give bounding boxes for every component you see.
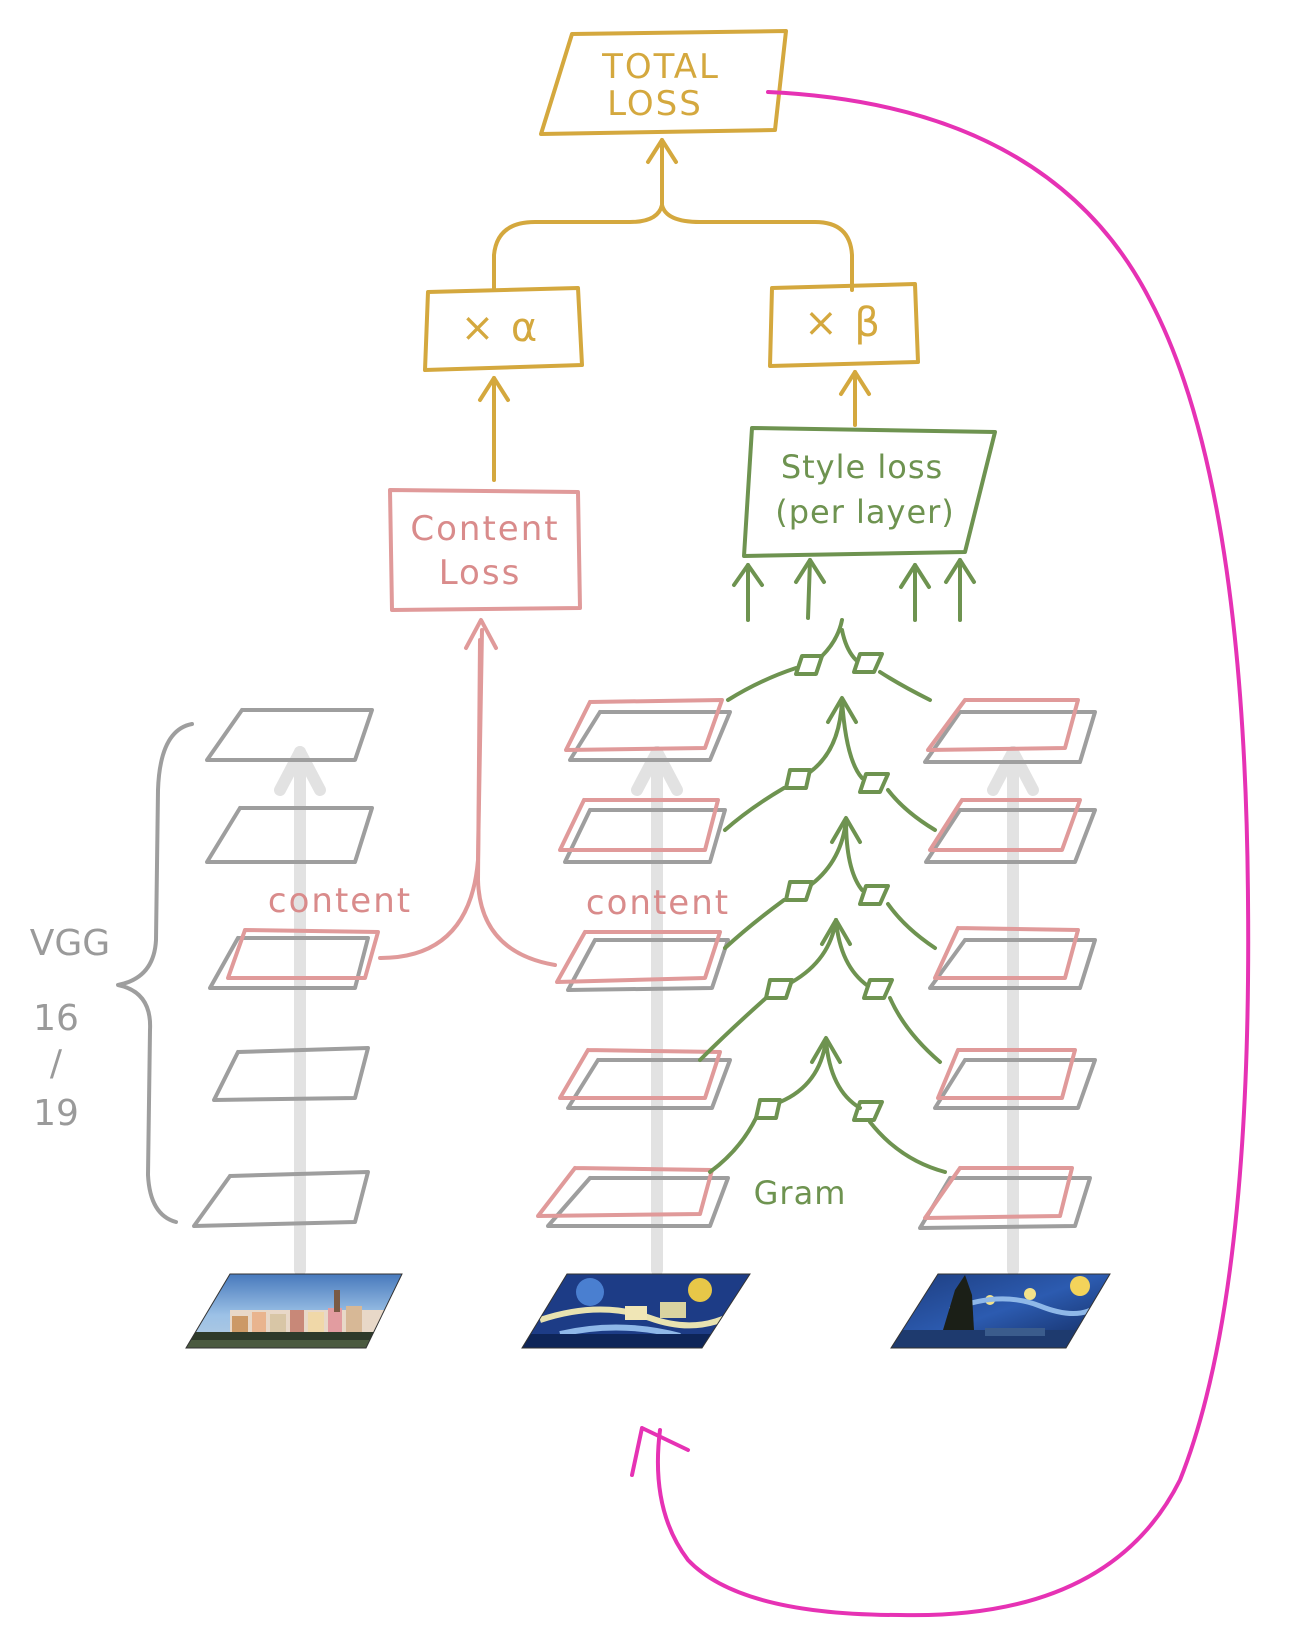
content-tap-middle-label: content [586, 883, 730, 923]
vgg-brace-curve [116, 722, 194, 1224]
vgg-layer-style-highlight [923, 1166, 1074, 1220]
content-loss-line2: Loss [439, 553, 522, 593]
vgg-layer-style-highlight [558, 798, 720, 852]
style-loss-box [742, 426, 997, 558]
vgg-layer [208, 936, 370, 990]
vgg-layer [933, 1058, 1097, 1110]
generated-image [522, 1274, 750, 1348]
style-image [891, 1274, 1110, 1348]
vgg-layer [205, 708, 374, 762]
vgg-layer [924, 808, 1097, 864]
content-feature-paths: content content [268, 618, 730, 967]
beta-label: × β [804, 300, 882, 346]
vgg-layer-style-highlight [933, 926, 1080, 980]
alpha-label: × α [461, 305, 540, 351]
vgg-layer-style-highlight [926, 698, 1080, 752]
vgg-label-line3: / [50, 1043, 63, 1084]
vgg-layer [568, 710, 732, 762]
vgg-layer-style-highlight [558, 1048, 722, 1100]
total-loss-line2: LOSS [607, 84, 703, 124]
total-loss-line1: TOTAL [601, 47, 720, 87]
vgg-content-network [192, 708, 380, 1228]
vgg-layer-style-highlight [536, 1166, 714, 1218]
content-image [186, 1274, 402, 1348]
vgg-layer [212, 1046, 370, 1102]
total-loss-node: TOTAL LOSS [539, 29, 788, 136]
forward-pass-arrows [274, 746, 1039, 1276]
vgg-layer [566, 1058, 732, 1110]
vgg-style-network [918, 698, 1097, 1230]
content-tap-left-label: content [268, 881, 412, 921]
gram-label: Gram [754, 1174, 847, 1212]
vgg-layer [923, 710, 1097, 764]
vgg-generated-network [536, 698, 732, 1228]
vgg-layer [205, 806, 374, 864]
vgg-label-line2: 16 [33, 998, 79, 1039]
vgg-layer-style-highlight [928, 798, 1082, 852]
vgg-label-line1: VGG [30, 923, 110, 964]
vgg-layer-content-highlight [555, 930, 722, 984]
vgg-brace: VGG 16 / 19 [30, 722, 194, 1224]
vgg-layer-content-highlight [226, 928, 380, 980]
alpha-weight-node: × α [423, 286, 584, 372]
vgg-layer [928, 938, 1097, 990]
vgg-layer [566, 938, 730, 992]
beta-box [768, 282, 920, 368]
optimization-feedback-arrow [630, 90, 1251, 1618]
merge-connector [492, 138, 854, 292]
total-loss-box [539, 29, 788, 136]
style-loss-line1: Style loss [781, 448, 943, 486]
vgg-layer [546, 1176, 730, 1228]
weight-input-arrows [478, 370, 871, 482]
content-loss-box [388, 488, 582, 612]
feedback-curve [656, 90, 1251, 1618]
content-loss-line1: Content [410, 509, 559, 549]
content-loss-node: Content Loss [388, 488, 582, 612]
vgg-label-line4: 19 [33, 1093, 79, 1134]
vgg-layer-style-highlight [564, 698, 724, 752]
style-loss-node: Style loss (per layer) [742, 426, 997, 558]
alpha-box [423, 286, 584, 372]
vgg-layer [192, 1170, 370, 1228]
style-loss-input-arrows [732, 558, 976, 622]
vgg-layer [563, 808, 727, 864]
vgg-layer-style-highlight [936, 1048, 1077, 1100]
gram-matrices: Gram [698, 618, 947, 1212]
style-loss-line2: (per layer) [775, 493, 955, 531]
beta-weight-node: × β [768, 282, 920, 368]
